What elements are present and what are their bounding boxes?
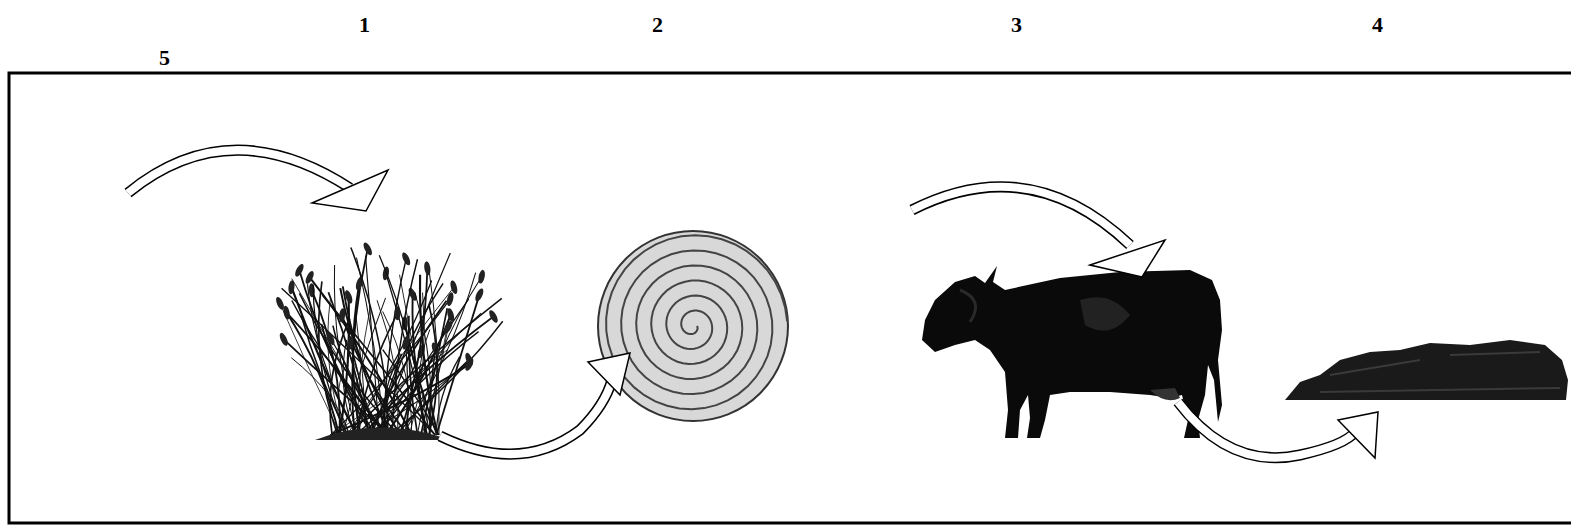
arrow-head <box>1338 412 1378 458</box>
seed-head <box>487 309 499 324</box>
seed-head <box>343 289 353 304</box>
arrow-body <box>128 150 350 193</box>
seed-head <box>282 305 291 320</box>
grass-blade <box>396 359 469 435</box>
arrow-head <box>1090 240 1165 277</box>
arrow-head <box>312 170 388 211</box>
seed-head <box>401 335 410 350</box>
seed-head <box>278 332 289 347</box>
seed-head <box>474 287 485 302</box>
seed-head <box>304 270 316 285</box>
grass-blade <box>400 268 427 435</box>
hay-spiral <box>606 235 787 409</box>
grass-tuft <box>274 241 502 440</box>
cow <box>922 266 1222 438</box>
arrow-outline <box>1178 402 1355 458</box>
hay-bale <box>598 231 788 421</box>
seed-head <box>446 292 455 307</box>
grass-blade <box>334 265 357 435</box>
grass-blade <box>301 316 347 435</box>
seed-head <box>325 331 336 346</box>
callout-number: 3 <box>1011 14 1022 36</box>
seed-head <box>394 306 400 320</box>
seed-head <box>442 320 454 335</box>
arrow-outline <box>128 150 350 193</box>
seed-head <box>449 280 459 295</box>
grass-blade <box>356 258 383 435</box>
seed-head <box>477 269 486 284</box>
callout-number: 1 <box>359 14 370 36</box>
grass-blade <box>422 327 448 435</box>
seed-head <box>464 352 475 367</box>
seed-head <box>362 241 374 256</box>
arrow-outline <box>912 187 1130 245</box>
arrow-head <box>588 353 630 395</box>
grass-base <box>315 428 450 441</box>
seed-head <box>308 283 315 297</box>
seed-head <box>401 251 412 266</box>
seed-head <box>293 263 305 278</box>
grass-blade <box>436 295 479 435</box>
arrow-body <box>1178 402 1355 458</box>
callout-number: 5 <box>159 47 170 69</box>
grass-blade <box>280 303 340 435</box>
seed-head <box>446 307 456 322</box>
frame <box>9 73 1571 523</box>
seed-head <box>346 336 354 351</box>
grass-blade <box>292 279 385 435</box>
grass-blade <box>282 288 436 435</box>
grass-blade <box>377 300 398 435</box>
arrow-body <box>440 380 612 454</box>
grass-blade <box>343 298 386 435</box>
seed-head <box>423 261 431 276</box>
callout-number: 2 <box>652 14 663 36</box>
grass-blade <box>379 255 425 435</box>
grass-blade <box>287 313 385 435</box>
callout-number: 4 <box>1372 14 1383 36</box>
flow-arrows <box>128 150 1378 458</box>
seed-head <box>338 308 346 323</box>
grass-blade <box>299 270 375 435</box>
arrow-outline <box>440 380 612 454</box>
manure-pile <box>1285 340 1568 400</box>
arrow-body <box>912 187 1130 245</box>
seed-head <box>288 280 296 295</box>
